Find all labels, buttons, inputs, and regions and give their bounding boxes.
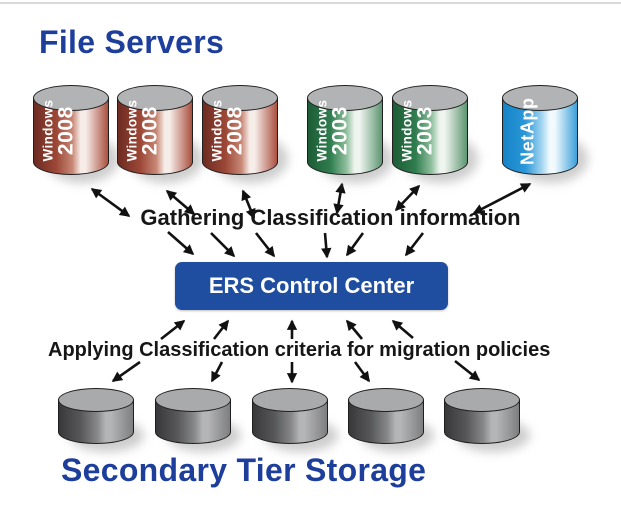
connector-arrow	[241, 189, 256, 220]
server-label-line: 2003	[328, 106, 352, 156]
connector-arrow	[111, 360, 141, 383]
server-label-rotated: NetApp	[517, 97, 538, 165]
connector-arrow	[321, 232, 332, 259]
connector-arrow	[472, 182, 532, 215]
secondary-tier-title: Secondary Tier Storage	[61, 452, 427, 488]
ers-control-center-label: ERS Control Center	[208, 273, 415, 298]
connector-arrow	[254, 232, 276, 258]
server-label-line: Windows	[399, 100, 415, 162]
cylinder-top	[444, 388, 520, 412]
server-label-line: 2008	[223, 106, 247, 156]
applying-label: Applying Classification criteria for mig…	[48, 339, 551, 361]
connector-arrow	[454, 359, 481, 382]
cylinder-top	[502, 85, 578, 111]
server-label-line: 2008	[138, 106, 162, 156]
server-label-line: Windows	[40, 100, 56, 162]
server-label-line: NetApp	[517, 97, 538, 165]
secondary-storage-cylinder	[155, 388, 241, 452]
cylinder-top	[202, 85, 278, 111]
server-label-line: 2008	[54, 106, 78, 156]
secondary-storage-cylinder	[252, 388, 338, 452]
server-label-line: Windows	[209, 100, 225, 162]
connector-arrow	[165, 189, 196, 216]
secondary-storage-cylinder	[348, 388, 434, 452]
cylinder-top	[117, 85, 193, 111]
secondary-storage-cylinder	[444, 388, 530, 452]
server-label-line: Windows	[314, 100, 330, 162]
server-label-line: Windows	[124, 100, 140, 162]
cylinder-top	[155, 388, 231, 412]
cylinder-top	[33, 85, 109, 111]
server-cylinder-netapp: NetApp	[502, 85, 588, 183]
ers-control-center-box: ERS Control Center	[175, 262, 448, 310]
connector-arrow	[210, 232, 236, 258]
connector-arrow	[345, 232, 365, 257]
connector-arrow	[212, 319, 230, 340]
connector-arrow	[391, 319, 414, 339]
connector-arrow	[167, 231, 195, 256]
file-servers-title: File Servers	[39, 24, 225, 60]
cylinder-top	[348, 388, 424, 412]
cylinder-top	[307, 85, 383, 111]
connector-arrow	[90, 187, 131, 218]
connector-arrow	[394, 184, 421, 212]
server-label-line: 2003	[413, 106, 437, 156]
top-border-line	[0, 2, 621, 4]
server-label: NetApp	[505, 97, 551, 165]
connector-arrow	[346, 319, 363, 340]
connector-arrow	[210, 361, 224, 383]
connector-arrow	[333, 182, 346, 215]
cylinder-top	[58, 388, 134, 412]
connector-arrow	[404, 232, 425, 257]
cylinder-top	[392, 85, 468, 111]
secondary-storage-cylinder	[58, 388, 144, 452]
cylinder-top	[252, 388, 328, 412]
gathering-label: Gathering Classification information	[140, 205, 521, 230]
connector-arrow	[353, 361, 371, 383]
connector-arrow	[160, 319, 186, 341]
